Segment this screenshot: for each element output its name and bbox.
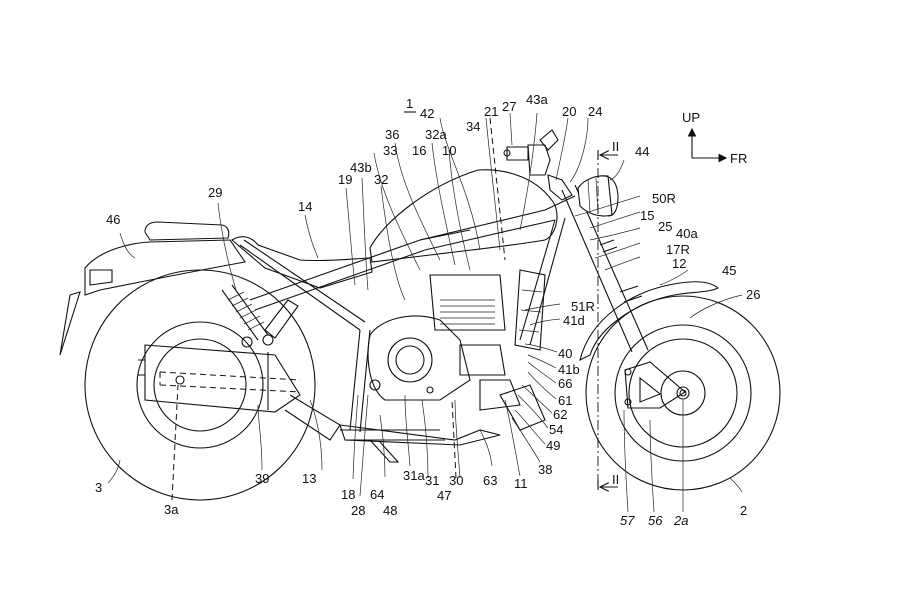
label-42: 42 [420, 106, 434, 121]
label-43b: 43b [350, 160, 372, 175]
label-39: 39 [255, 471, 269, 486]
rear-wheel [84, 269, 316, 501]
lower-cover [499, 384, 546, 431]
label-2a: 2a [673, 513, 688, 528]
seat [144, 221, 373, 289]
section-line-II [597, 150, 618, 490]
label-16: 16 [412, 143, 426, 158]
headlight [577, 175, 619, 217]
frame [239, 195, 576, 441]
label-54: 54 [549, 422, 563, 437]
label-36: 36 [385, 127, 399, 142]
rear-fender [59, 239, 246, 356]
label-43a: 43a [526, 92, 548, 107]
label-28: 28 [351, 503, 365, 518]
label-31a: 31a [403, 468, 425, 483]
leader-lines [107, 112, 743, 513]
figure-number-label: 1 [406, 96, 413, 111]
label-21: 21 [484, 104, 498, 119]
label-15: 15 [640, 208, 654, 223]
label-32: 32 [374, 172, 388, 187]
front-fork [561, 184, 686, 409]
label-19: 19 [338, 172, 352, 187]
label-47: 47 [437, 488, 451, 503]
label-38: 38 [538, 462, 552, 477]
label-32a: 32a [425, 127, 447, 142]
label-14: 14 [298, 199, 312, 214]
label-18: 18 [341, 487, 355, 502]
label-12: 12 [672, 256, 686, 271]
label-2: 2 [740, 503, 747, 518]
label-3a: 3a [164, 502, 179, 517]
label-30: 30 [449, 473, 463, 488]
front-fender [579, 281, 719, 362]
handlebar [503, 129, 573, 201]
label-27: 27 [502, 99, 516, 114]
label-44: 44 [635, 144, 649, 159]
label-40: 40 [558, 346, 572, 361]
label-66: 66 [558, 376, 572, 391]
section-marker-top: II [612, 139, 619, 154]
section-marker-bottom: II [612, 472, 619, 487]
label-25: 25 [658, 219, 672, 234]
label-20: 20 [562, 104, 576, 119]
label-56: 56 [648, 513, 663, 528]
muffler [138, 344, 341, 441]
label-3: 3 [95, 480, 102, 495]
label-46: 46 [106, 212, 120, 227]
side-stand [369, 439, 400, 463]
label-63: 63 [483, 473, 497, 488]
label-17R: 17R [666, 242, 690, 257]
label-13: 13 [302, 471, 316, 486]
exhaust-pipe [339, 424, 501, 446]
label-40a: 40a [676, 226, 698, 241]
label-41b: 41b [558, 362, 580, 377]
label-61: 61 [558, 393, 572, 408]
engine [367, 274, 521, 411]
label-62: 62 [553, 407, 567, 422]
direction-up-label: UP [682, 110, 700, 125]
label-49: 49 [546, 438, 560, 453]
rear-shock [221, 284, 299, 348]
label-11: 11 [514, 476, 528, 491]
label-57: 57 [620, 513, 635, 528]
label-45: 45 [722, 263, 736, 278]
label-48: 48 [383, 503, 397, 518]
direction-indicator [687, 127, 728, 163]
label-64: 64 [370, 487, 384, 502]
label-34: 34 [466, 119, 480, 134]
direction-front-label: FR [730, 151, 747, 166]
label-26: 26 [746, 287, 760, 302]
label-41d: 41d [563, 313, 585, 328]
label-51R: 51R [571, 299, 595, 314]
label-50R: 50R [652, 191, 676, 206]
reference-labels: 42 21 27 43a 20 24 44 36 32a 34 33 16 10… [95, 92, 760, 528]
label-29: 29 [208, 185, 222, 200]
label-10: 10 [442, 143, 456, 158]
label-24: 24 [588, 104, 602, 119]
radiator [514, 269, 546, 351]
label-33: 33 [383, 143, 397, 158]
label-31: 31 [425, 473, 439, 488]
